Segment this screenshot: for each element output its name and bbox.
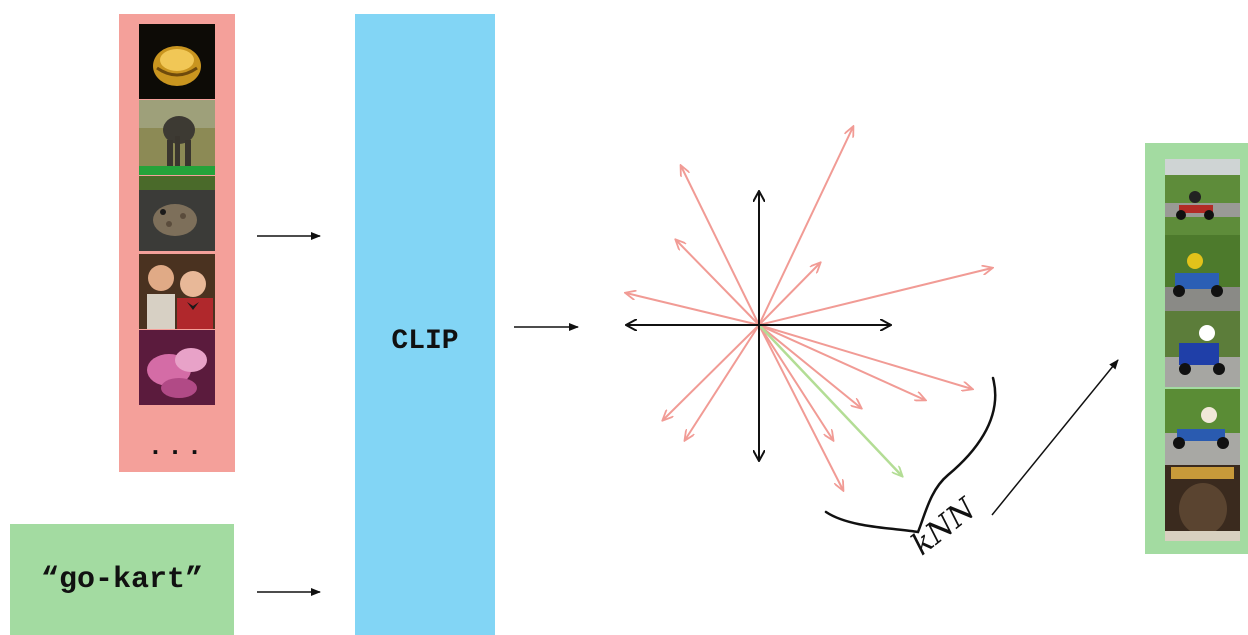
embedding-vector xyxy=(758,263,820,326)
embedding-vector xyxy=(758,268,992,326)
result-go-kart-4 xyxy=(1165,389,1240,465)
knn-to-results-arrow xyxy=(991,359,1119,516)
embedding-vector xyxy=(758,324,843,490)
retrieved-results-panel xyxy=(1145,143,1248,554)
thumbnail-actors xyxy=(139,254,215,329)
result-go-kart-1 xyxy=(1165,159,1240,235)
embedding-vector xyxy=(758,324,925,400)
knn-brace xyxy=(824,376,997,534)
more-images-ellipsis: ... xyxy=(147,432,207,462)
clip-label: CLIP xyxy=(391,326,459,357)
thumbnail-elephant xyxy=(139,100,215,175)
embedding-vectors xyxy=(626,127,992,490)
embedding-vector xyxy=(676,240,760,326)
result-poster xyxy=(1165,465,1240,541)
embedding-axes xyxy=(627,192,890,460)
embedding-vector xyxy=(758,324,833,440)
embedding-vector xyxy=(685,324,760,440)
clip-encoder-block: CLIP xyxy=(355,14,495,635)
result-go-kart-3 xyxy=(1165,311,1240,387)
query-text: “go-kart” xyxy=(40,562,204,597)
embedding-vector xyxy=(758,127,853,326)
result-go-kart-2 xyxy=(1165,235,1240,311)
embedding-vector xyxy=(663,324,760,420)
thumbnail-pink-food xyxy=(139,330,215,405)
embedding-vector xyxy=(758,324,861,408)
embedding-vector xyxy=(626,293,760,326)
thumbnail-golden-shell xyxy=(139,24,215,99)
image-collection-panel: ... xyxy=(119,14,235,472)
embedding-vector xyxy=(681,166,760,326)
thumbnail-toad xyxy=(139,176,215,251)
text-query-box: “go-kart” xyxy=(10,524,234,635)
query-embedding-vector xyxy=(758,324,902,476)
embedding-vector xyxy=(758,324,972,389)
